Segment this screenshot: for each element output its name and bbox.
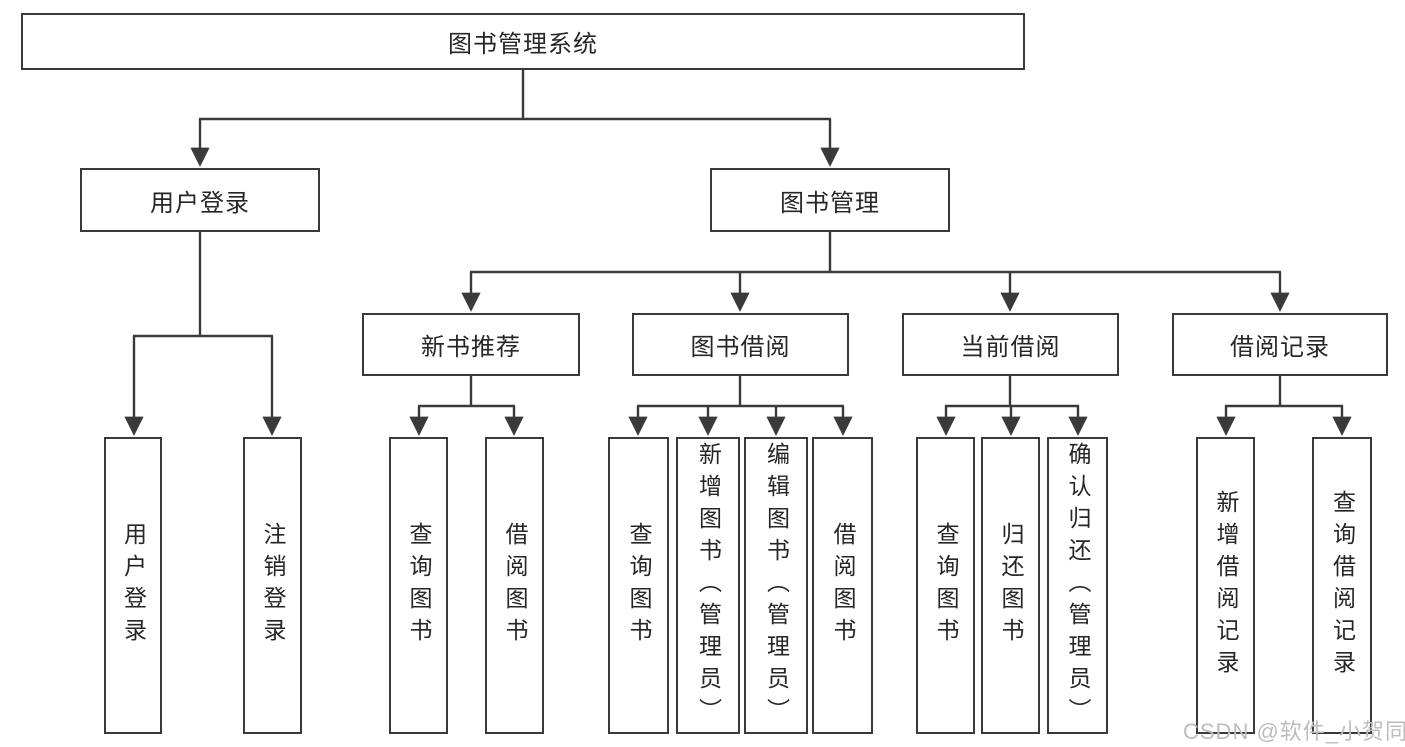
node-system-root: 图书管理系统 (21, 13, 1025, 70)
node-book-borrow: 图书借阅 (632, 313, 849, 376)
node-borrow-record: 借阅记录 (1172, 313, 1388, 376)
leaf-confirm-return-admin: 确认归还（管理员） (1047, 437, 1108, 734)
node-user-login: 用户登录 (80, 168, 320, 232)
leaf-borrow-books-recommend: 借阅图书 (485, 437, 544, 734)
leaf-edit-book-admin: 编辑图书（管理员） (744, 437, 808, 734)
leaf-borrow-books: 借阅图书 (812, 437, 873, 734)
leaf-query-books-recommend: 查询图书 (389, 437, 448, 734)
leaf-query-books-borrow: 查询图书 (608, 437, 669, 734)
leaf-user-login: 用户登录 (104, 437, 162, 734)
leaf-query-books-current: 查询图书 (916, 437, 975, 734)
leaf-return-book: 归还图书 (981, 437, 1040, 734)
node-book-management: 图书管理 (710, 168, 950, 232)
leaf-add-borrow-record: 新增借阅记录 (1196, 437, 1255, 734)
leaf-query-borrow-record: 查询借阅记录 (1312, 437, 1372, 734)
node-current-borrow: 当前借阅 (902, 313, 1119, 376)
node-new-book-recommend: 新书推荐 (362, 313, 580, 376)
leaf-add-book-admin: 新增图书（管理员） (676, 437, 740, 734)
leaf-logout-login: 注销登录 (243, 437, 302, 734)
csdn-watermark: CSDN @软件_小贺同学 (1183, 719, 1405, 744)
